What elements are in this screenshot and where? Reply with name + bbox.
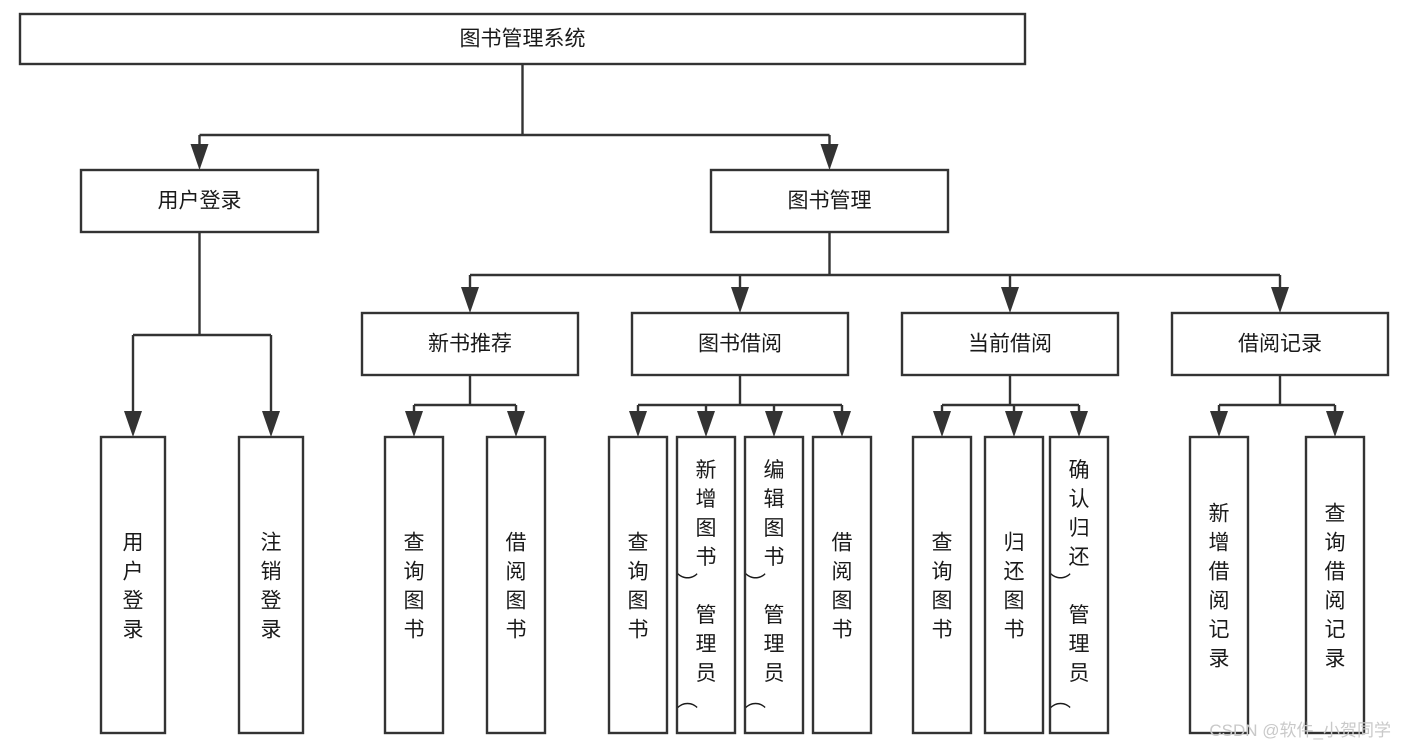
node-current-borrow[interactable]: 当前借阅 <box>900 311 1120 377</box>
node-label: 新书推荐 <box>428 333 512 356</box>
node-label: 当前借阅 <box>968 333 1052 356</box>
arrow-head-icon <box>697 411 715 437</box>
node-label: 借阅记录 <box>1238 333 1322 356</box>
node-label: 查询图书 <box>628 532 649 642</box>
node-leaf-add-record[interactable]: 新增借阅记录 <box>1188 435 1250 735</box>
node-box <box>485 435 547 735</box>
node-box <box>1170 311 1390 377</box>
node-label: 查询图书 <box>404 532 425 642</box>
arrow-head-icon <box>461 287 479 313</box>
node-label: 新增图书（管理员） <box>678 459 717 709</box>
node-leaf-query-book-3[interactable]: 查询图书 <box>911 435 973 735</box>
node-label: 查询图书 <box>932 532 953 642</box>
node-leaf-add-book[interactable]: 新增图书（管理员） <box>675 435 737 735</box>
edges-layer <box>124 64 1344 437</box>
node-label: 编辑图书（管理员） <box>746 459 785 709</box>
node-box <box>99 435 167 735</box>
node-new-book-rec[interactable]: 新书推荐 <box>360 311 580 377</box>
node-box <box>811 435 873 735</box>
arrow-head-icon <box>190 144 209 170</box>
arrow-head-icon <box>405 411 423 437</box>
node-leaf-query-book-1[interactable]: 查询图书 <box>383 435 445 735</box>
node-leaf-user-login[interactable]: 用户登录 <box>99 435 167 735</box>
node-leaf-query-record[interactable]: 查询借阅记录 <box>1304 435 1366 735</box>
node-label: 归还图书 <box>1004 532 1025 642</box>
node-box <box>675 435 737 735</box>
node-leaf-edit-book[interactable]: 编辑图书（管理员） <box>743 435 805 735</box>
node-user-login[interactable]: 用户登录 <box>79 168 320 234</box>
node-label: 图书管理系统 <box>460 28 586 51</box>
node-leaf-borrow-book-2[interactable]: 借阅图书 <box>811 435 873 735</box>
node-label: 用户登录 <box>123 532 144 642</box>
node-box <box>18 12 1027 66</box>
arrow-head-icon <box>833 411 851 437</box>
arrow-head-icon <box>1326 411 1344 437</box>
node-box <box>983 435 1045 735</box>
node-leaf-borrow-book-1[interactable]: 借阅图书 <box>485 435 547 735</box>
node-label: 注销登录 <box>261 532 282 642</box>
node-box <box>79 168 320 234</box>
node-box <box>360 311 580 377</box>
node-label: 新增借阅记录 <box>1209 503 1230 671</box>
node-leaf-query-book-2[interactable]: 查询图书 <box>607 435 669 735</box>
arrow-head-icon <box>1271 287 1289 313</box>
nodes-layer: 图书管理系统用户登录图书管理新书推荐图书借阅当前借阅借阅记录用户登录注销登录查询… <box>18 12 1390 735</box>
node-root[interactable]: 图书管理系统 <box>18 12 1027 66</box>
node-box <box>630 311 850 377</box>
node-leaf-user-logout[interactable]: 注销登录 <box>237 435 305 735</box>
node-label: 借阅图书 <box>506 532 527 642</box>
arrow-head-icon <box>1005 411 1023 437</box>
node-borrow-record[interactable]: 借阅记录 <box>1170 311 1390 377</box>
arrow-head-icon <box>124 411 142 437</box>
node-leaf-return-book[interactable]: 归还图书 <box>983 435 1045 735</box>
node-box <box>709 168 950 234</box>
node-box <box>607 435 669 735</box>
node-box <box>900 311 1120 377</box>
arrow-head-icon <box>820 144 839 170</box>
node-box <box>1048 435 1110 735</box>
node-box <box>743 435 805 735</box>
node-label: 借阅图书 <box>832 532 853 642</box>
node-box <box>1188 435 1250 735</box>
arrow-head-icon <box>262 411 280 437</box>
node-box <box>237 435 305 735</box>
arrow-head-icon <box>731 287 749 313</box>
node-label: 用户登录 <box>158 190 242 213</box>
node-label: 确认归还（管理员） <box>1051 459 1090 709</box>
node-label: 图书借阅 <box>698 333 782 356</box>
node-label: 查询借阅记录 <box>1325 503 1346 671</box>
arrow-head-icon <box>1001 287 1019 313</box>
node-book-borrow[interactable]: 图书借阅 <box>630 311 850 377</box>
node-box <box>1304 435 1366 735</box>
node-leaf-confirm-return[interactable]: 确认归还（管理员） <box>1048 435 1110 735</box>
arrow-head-icon <box>507 411 525 437</box>
arrow-head-icon <box>765 411 783 437</box>
arrow-head-icon <box>629 411 647 437</box>
node-book-manage[interactable]: 图书管理 <box>709 168 950 234</box>
arrow-head-icon <box>1210 411 1228 437</box>
node-box <box>383 435 445 735</box>
node-label: 图书管理 <box>788 190 872 213</box>
arrow-head-icon <box>1070 411 1088 437</box>
arrow-head-icon <box>933 411 951 437</box>
node-box <box>911 435 973 735</box>
